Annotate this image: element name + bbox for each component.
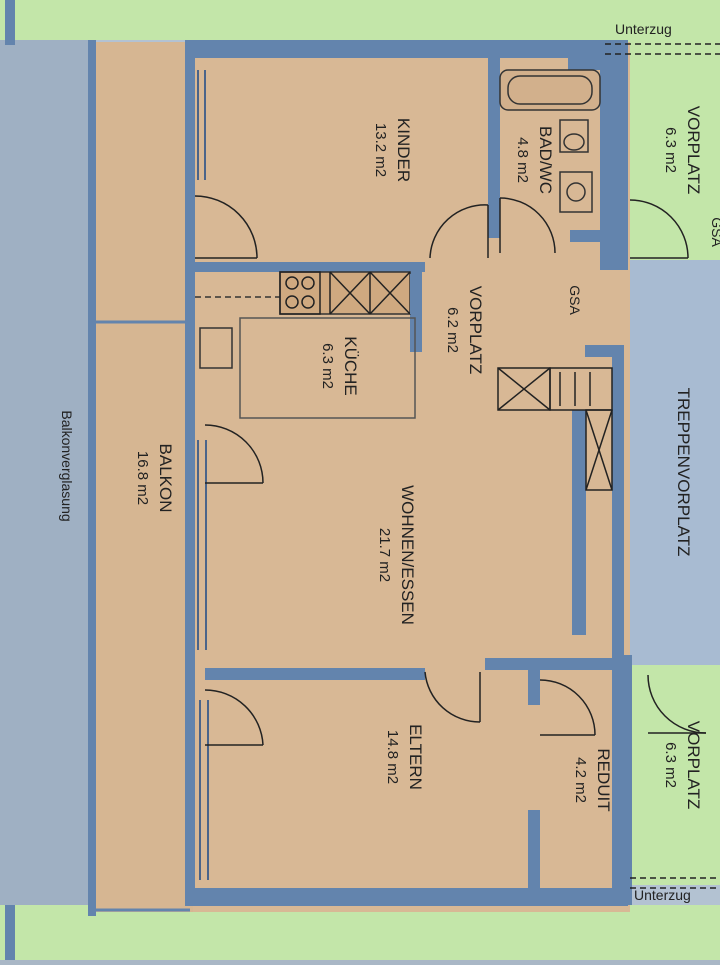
neighbor-name-vorplatz-bottom: VORPLATZ (684, 721, 703, 809)
neighbor-area-right-bottom (630, 665, 720, 885)
kitchen-counter (239, 317, 416, 419)
gsa-label-top: GSA (709, 217, 720, 247)
room-name-reduit: REDUIT (594, 748, 613, 811)
gsa-label: GSA (567, 285, 583, 315)
neighbor-area-bottom (0, 905, 720, 960)
washbasin (559, 171, 593, 213)
windows (197, 70, 209, 880)
room-area-bad-wc: 4.8 m2 (514, 137, 531, 183)
room-name-bad-wc: BAD/WC (536, 126, 555, 194)
neighbor-area-vorplatz-top: 6.3 m2 (662, 127, 679, 173)
room-area-vorplatz: 6.2 m2 (444, 307, 461, 353)
outer-walls (5, 0, 632, 960)
room-name-kueche: KÜCHE (341, 336, 360, 396)
room-area-reduit: 4.2 m2 (572, 757, 589, 803)
unterzug-label-bottom: Unterzug (634, 887, 691, 903)
balcony-floor (95, 42, 193, 912)
neighbor-area-vorplatz-bottom: 6.3 m2 (662, 742, 679, 788)
unterzug-label-top: Unterzug (615, 21, 672, 37)
sink (199, 327, 233, 369)
room-name-balkon: BALKON (156, 444, 175, 513)
interior-walls (195, 58, 624, 890)
room-name-eltern: ELTERN (406, 724, 425, 790)
room-area-eltern: 14.8 m2 (384, 730, 401, 784)
balcony-separators (95, 320, 190, 912)
kitchen-cabinets (329, 271, 411, 315)
room-area-kueche: 6.3 m2 (319, 343, 336, 389)
treppenvorplatz-label: TREPPENVORPLATZ (674, 388, 693, 557)
neighbor-name-vorplatz-top: VORPLATZ (684, 106, 703, 194)
stove (279, 271, 321, 315)
toilet (559, 119, 589, 153)
unterzug-lines (605, 43, 720, 889)
room-name-wohnen: WOHNEN/ESSEN (398, 485, 417, 625)
room-name-vorplatz: VORPLATZ (466, 286, 485, 374)
paper-shade-left (0, 0, 95, 960)
room-name-kinder: KINDER (394, 118, 413, 182)
room-area-wohnen: 21.7 m2 (376, 528, 393, 582)
door-swings (194, 195, 707, 746)
bathtub (499, 69, 601, 111)
room-area-balkon: 16.8 m2 (134, 451, 151, 505)
fridge (410, 274, 422, 314)
corridor-cabinets (497, 367, 613, 491)
balkonverglasung-label: Balkonverglasung (59, 410, 75, 521)
room-area-kinder: 13.2 m2 (372, 123, 389, 177)
